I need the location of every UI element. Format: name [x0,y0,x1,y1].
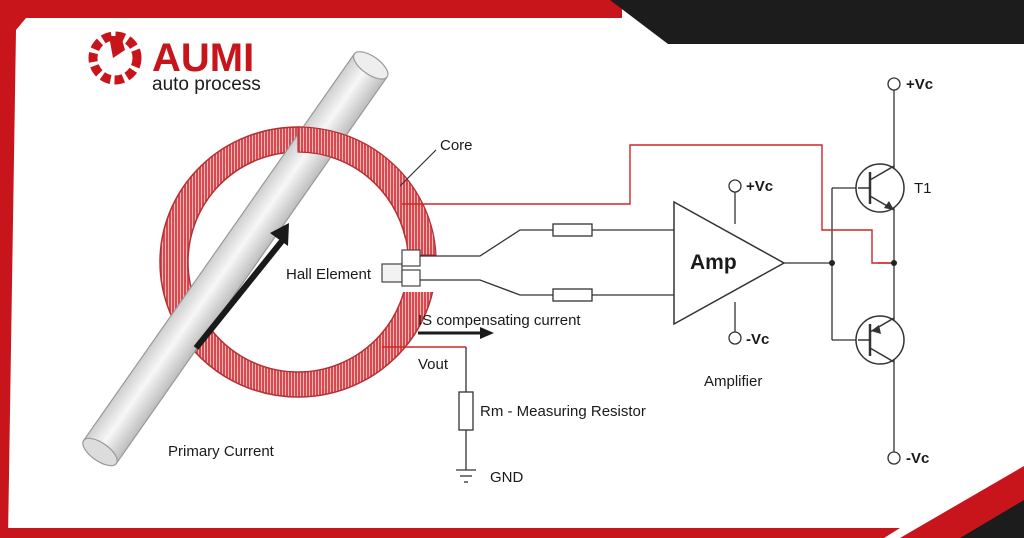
terminals [728,77,901,465]
hall-element-label: Hall Element [286,266,372,283]
brand-tagline: auto process [152,74,261,95]
junction-dot [891,260,897,266]
transistor-t1-label: T1 [914,180,932,197]
current-arrow-shaft [193,234,289,350]
junction-dot [829,260,835,266]
core-pointer [399,149,437,187]
vout-label: Vout [418,356,449,373]
measuring-resistor [458,391,474,431]
amplifier-label: Amplifier [704,373,762,390]
gnd-label: GND [490,469,524,486]
amplifier-triangle [673,200,786,326]
input-resistor-bottom [552,288,593,302]
feedback-wire [382,144,894,348]
rail-vcc-label: +Vc [906,76,933,93]
core-coil-front [297,126,437,256]
brand-name: AUMI [152,36,254,80]
amp-text: Amp [690,251,737,274]
resistor-label: Rm - Measuring Resistor [480,403,646,420]
hall-element [381,249,421,287]
core-label: Core [440,137,473,154]
primary-conductor [82,51,389,467]
transistor-t2 [855,315,905,365]
compensating-current-label: IS compensating current [418,312,581,329]
core-coil [159,126,446,398]
amp-vee-label: -Vc [746,331,769,348]
primary-current-label: Primary Current [168,443,275,460]
current-arrow-head [270,223,289,246]
compensating-arrow-head [480,327,494,339]
rail-vee-label: -Vc [906,450,929,467]
gear-icon [88,31,142,85]
aumi-logo: AUMI auto process [88,31,261,95]
transistor-t1 [855,163,905,213]
wires [420,90,895,483]
amp-vcc-label: +Vc [746,178,773,195]
input-resistor-top [552,223,593,237]
